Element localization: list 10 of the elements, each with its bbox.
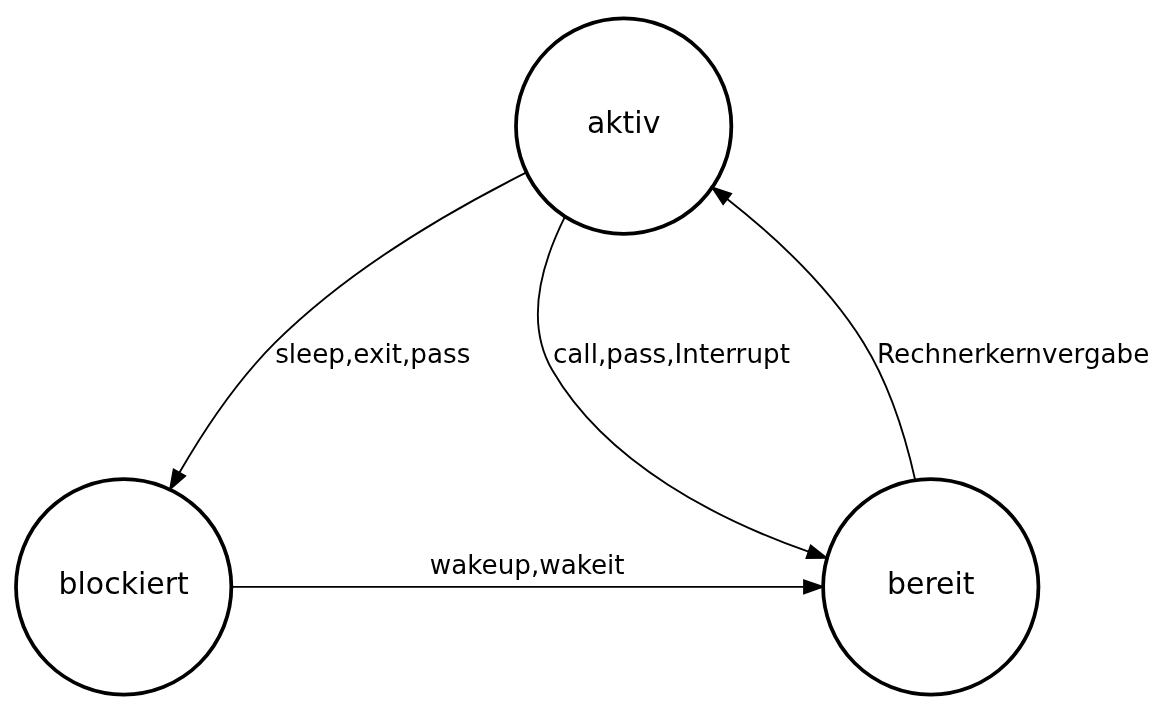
edge-label: Rechnerkernvergabe	[877, 339, 1150, 370]
node-circle: bereit	[821, 477, 1041, 697]
edge-label: call,pass,Interrupt	[552, 339, 790, 370]
arrow	[710, 185, 917, 481]
node-circle: blockiert	[14, 477, 234, 697]
edge-label: sleep,exit,pass	[275, 339, 471, 370]
arrow	[230, 578, 826, 595]
arrow	[168, 171, 527, 492]
arrow	[537, 215, 830, 559]
edge-label: wakeup,wakeit	[429, 550, 625, 581]
